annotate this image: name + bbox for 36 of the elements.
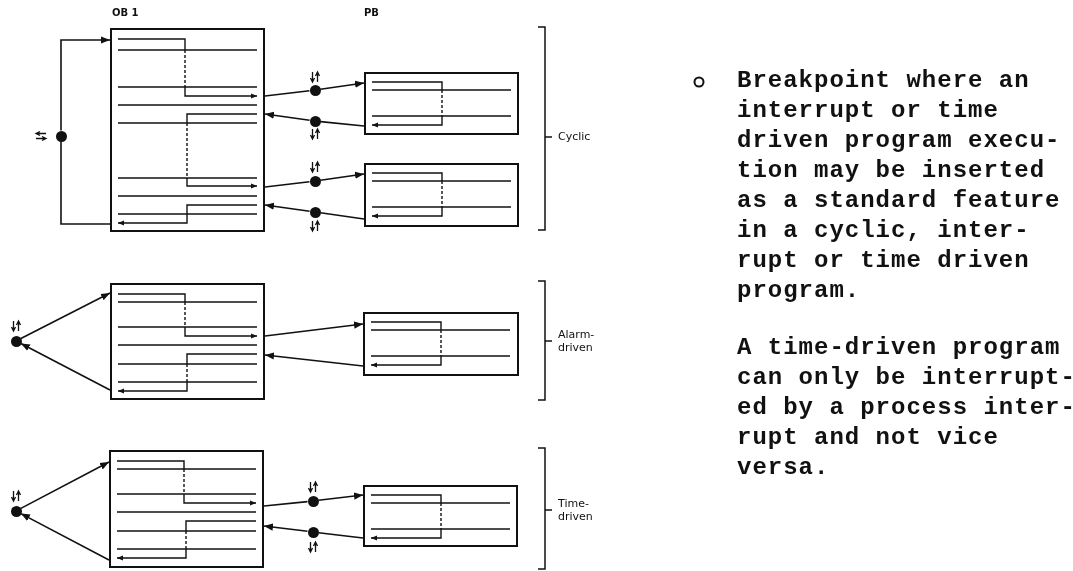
breakpoint-dot — [309, 206, 321, 218]
connector-line — [319, 212, 365, 220]
arrow — [263, 523, 309, 533]
bracket-label: Alarm- driven — [558, 328, 596, 354]
legend-text: Breakpoint where an interrupt or time driven program execu- tion may be inserted as a standard feature in a cyclic, inter- rupt or time driven program. — [737, 66, 1062, 306]
breakpoint-dot — [307, 495, 319, 507]
breakpoint-dot — [307, 526, 319, 538]
arrow — [317, 492, 364, 502]
arrow — [264, 202, 311, 212]
breakpoint-dot — [55, 130, 67, 142]
arrow — [20, 461, 110, 510]
connector-line — [60, 140, 111, 225]
connector-line — [319, 120, 365, 127]
breakpoint-dot — [10, 505, 22, 517]
connector-line — [263, 500, 309, 507]
breakpoint-dot — [309, 84, 321, 96]
breakpoint-dot — [309, 175, 321, 187]
column-heading: OB 1 — [112, 6, 140, 19]
bracket-label: Time- driven — [558, 497, 594, 523]
arrow — [60, 36, 111, 132]
arrow — [20, 342, 111, 391]
connector-line — [264, 89, 311, 97]
arrow — [20, 292, 111, 340]
breakpoint-dot — [10, 335, 22, 347]
breakpoint-dot — [309, 115, 321, 127]
arrow — [264, 352, 364, 367]
note-text: A time-driven program can only be interrupt- ed by a process inter- rupt and not vice versa. — [737, 333, 1073, 483]
bracket-label: Cyclic — [558, 130, 592, 143]
arrow — [20, 512, 110, 561]
arrow — [319, 80, 365, 90]
arrow — [264, 321, 364, 337]
arrow — [264, 111, 311, 121]
connector-line — [264, 180, 311, 188]
column-heading: PB — [364, 6, 380, 19]
arrow — [319, 171, 365, 181]
connector-line — [317, 531, 364, 539]
